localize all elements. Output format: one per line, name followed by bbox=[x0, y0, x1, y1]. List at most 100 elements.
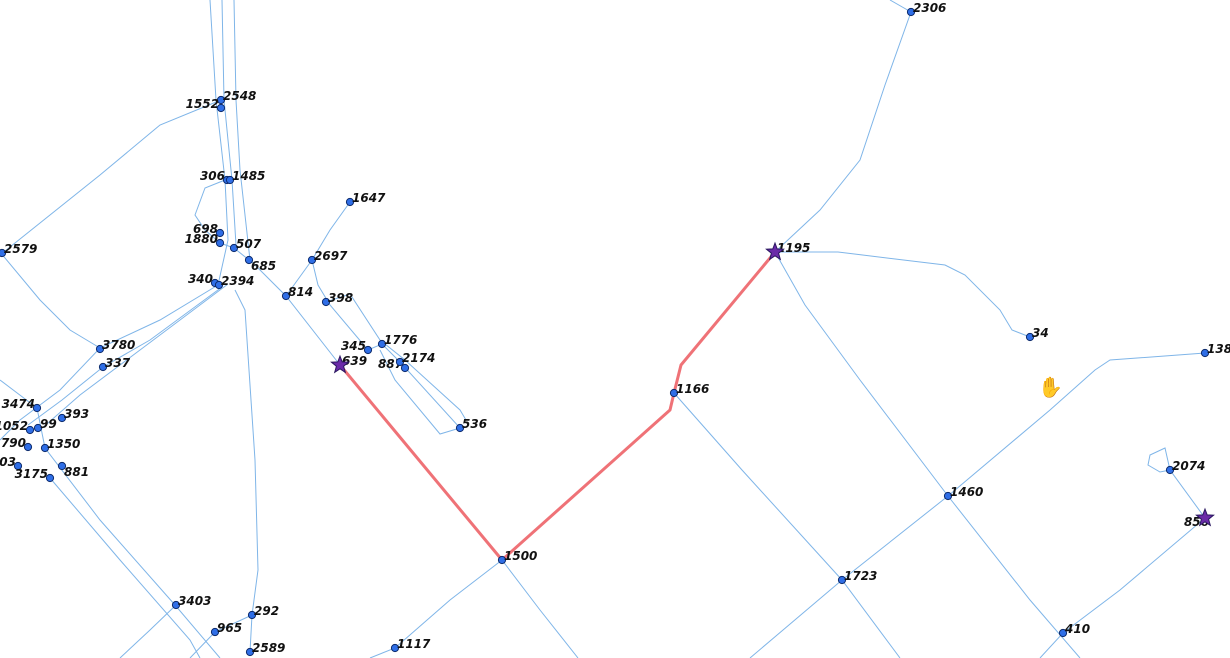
node-label: 2394 bbox=[221, 274, 254, 288]
node-label: 306 bbox=[200, 169, 225, 183]
node-label: 2306 bbox=[913, 1, 946, 15]
node-34[interactable]: 34 bbox=[1026, 326, 1048, 341]
node-2589[interactable]: 2589 bbox=[246, 641, 285, 656]
edge bbox=[370, 560, 502, 658]
node-label: 536 bbox=[462, 417, 487, 431]
node-1460[interactable]: 1460 bbox=[944, 485, 983, 500]
node-2697[interactable]: 2697 bbox=[308, 249, 348, 264]
node-99[interactable]: 99 bbox=[34, 417, 56, 432]
node-345[interactable]: 345 bbox=[341, 339, 372, 354]
node-1647[interactable]: 1647 bbox=[346, 191, 386, 206]
node-label: 3780 bbox=[102, 338, 135, 352]
edge bbox=[775, 12, 911, 252]
node-label: 3403 bbox=[178, 594, 211, 608]
edge bbox=[235, 290, 258, 652]
node-label: 2074 bbox=[1172, 459, 1205, 473]
node-label: 703 bbox=[0, 455, 16, 469]
edge bbox=[502, 560, 578, 658]
node-label: 1500 bbox=[504, 549, 537, 563]
node-1723[interactable]: 1723 bbox=[838, 569, 877, 584]
node-label: 881 bbox=[64, 465, 89, 479]
edge bbox=[750, 353, 1205, 658]
node-2548[interactable]: 2548 bbox=[217, 89, 256, 104]
node-1880[interactable]: 1880 bbox=[185, 232, 224, 247]
node-label: 2579 bbox=[4, 242, 37, 256]
node-814[interactable]: 814 bbox=[282, 285, 313, 300]
node-label: 3474 bbox=[2, 397, 35, 411]
node-1388[interactable]: 1388 bbox=[1201, 342, 1230, 357]
node-label: 790 bbox=[1, 436, 26, 450]
node-label: 1195 bbox=[777, 241, 810, 255]
shortest-route bbox=[340, 252, 775, 560]
edge bbox=[222, 0, 236, 245]
node-1552[interactable]: 1552 bbox=[186, 97, 225, 112]
node-1500[interactable]: 1500 bbox=[498, 549, 537, 564]
node-label: 2174 bbox=[402, 351, 435, 365]
node-3175[interactable]: 3175 bbox=[15, 467, 54, 482]
node-label: 965 bbox=[217, 621, 242, 635]
node-label: 99 bbox=[40, 417, 57, 431]
node-label: 685 bbox=[251, 259, 276, 273]
node-2394[interactable]: 2394 bbox=[215, 274, 254, 289]
node-881[interactable]: 881 bbox=[58, 462, 89, 479]
node-1117[interactable]: 1117 bbox=[391, 637, 431, 652]
node-3403[interactable]: 3403 bbox=[172, 594, 211, 609]
node-965[interactable]: 965 bbox=[211, 621, 242, 636]
node-1166[interactable]: 1166 bbox=[670, 382, 709, 397]
node-label: 340 bbox=[188, 272, 213, 286]
node-label: 1388 bbox=[1207, 342, 1230, 356]
node-2074[interactable]: 2074 bbox=[1166, 459, 1205, 474]
node-340[interactable]: 340 bbox=[188, 272, 219, 287]
node-label: 398 bbox=[328, 291, 353, 305]
node-label: 393 bbox=[64, 407, 89, 421]
node-label: 1052 bbox=[0, 419, 28, 433]
edge bbox=[50, 478, 200, 658]
node-2579[interactable]: 2579 bbox=[0, 242, 37, 257]
node-label: 1166 bbox=[676, 382, 709, 396]
node-label: 814 bbox=[288, 285, 313, 299]
node-306[interactable]: 306 bbox=[200, 169, 231, 184]
node-label: 2548 bbox=[223, 89, 256, 103]
node-label: 34 bbox=[1032, 326, 1049, 340]
route-endpoints bbox=[331, 243, 1213, 525]
node-536[interactable]: 536 bbox=[456, 417, 487, 432]
edge bbox=[120, 605, 176, 658]
node-507[interactable]: 507 bbox=[230, 237, 261, 252]
node-label: 1880 bbox=[185, 232, 218, 246]
node-685[interactable]: 685 bbox=[245, 256, 276, 273]
node-1485[interactable]: 1485 bbox=[226, 169, 265, 184]
node-label: 1723 bbox=[844, 569, 877, 583]
node-2306[interactable]: 2306 bbox=[907, 1, 946, 16]
node-398[interactable]: 398 bbox=[322, 291, 353, 306]
node-label: 1117 bbox=[397, 637, 431, 651]
node-393[interactable]: 393 bbox=[58, 407, 89, 422]
node-337[interactable]: 337 bbox=[99, 356, 130, 371]
node-label: 1647 bbox=[352, 191, 386, 205]
node-1350[interactable]: 1350 bbox=[41, 437, 80, 452]
node-1052[interactable]: 1052 bbox=[0, 419, 34, 434]
node-label: 507 bbox=[236, 237, 262, 251]
node-3474[interactable]: 3474 bbox=[2, 397, 41, 412]
node-790[interactable]: 790 bbox=[1, 436, 32, 451]
node-label: 3175 bbox=[15, 467, 48, 481]
node-label: 1460 bbox=[950, 485, 983, 499]
node-label: 410 bbox=[1064, 622, 1090, 636]
node-label: 2589 bbox=[252, 641, 285, 655]
edge bbox=[312, 202, 460, 434]
node-1776[interactable]: 1776 bbox=[378, 333, 417, 348]
node-label: 337 bbox=[105, 356, 131, 370]
edge bbox=[1040, 518, 1205, 658]
network-edges bbox=[0, 0, 1205, 658]
node-3780[interactable]: 3780 bbox=[96, 338, 135, 353]
node-label: 1485 bbox=[232, 169, 265, 183]
node-410[interactable]: 410 bbox=[1059, 622, 1090, 637]
node-label: 292 bbox=[254, 604, 279, 618]
edge bbox=[775, 252, 1080, 658]
node-2174[interactable]: 2174 bbox=[396, 351, 435, 366]
node-label: 345 bbox=[341, 339, 366, 353]
node-label: 1776 bbox=[384, 333, 417, 347]
hand-icon[interactable]: ✋ bbox=[1038, 375, 1062, 399]
